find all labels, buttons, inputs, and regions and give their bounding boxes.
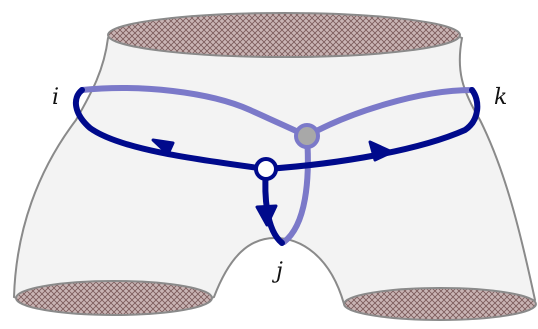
arrow-toward-i: [151, 138, 175, 156]
label-j: j: [271, 259, 283, 284]
arrow-toward-j: [255, 204, 278, 227]
label-i: i: [52, 85, 59, 110]
back-node: [294, 123, 320, 149]
back-path-i: [79, 85, 310, 139]
front-path-i: [72, 87, 269, 172]
left-leg-boundary-hole: [15, 280, 213, 316]
back-path-k: [304, 87, 475, 139]
front-node: [254, 157, 278, 181]
back-paths: [79, 85, 475, 245]
top-boundary-hole: [107, 12, 461, 58]
right-leg-boundary-hole: [343, 287, 537, 321]
label-k: k: [494, 85, 507, 110]
front-path-k: [263, 87, 481, 172]
back-path-j: [281, 133, 311, 245]
arrow-toward-k: [368, 140, 394, 162]
